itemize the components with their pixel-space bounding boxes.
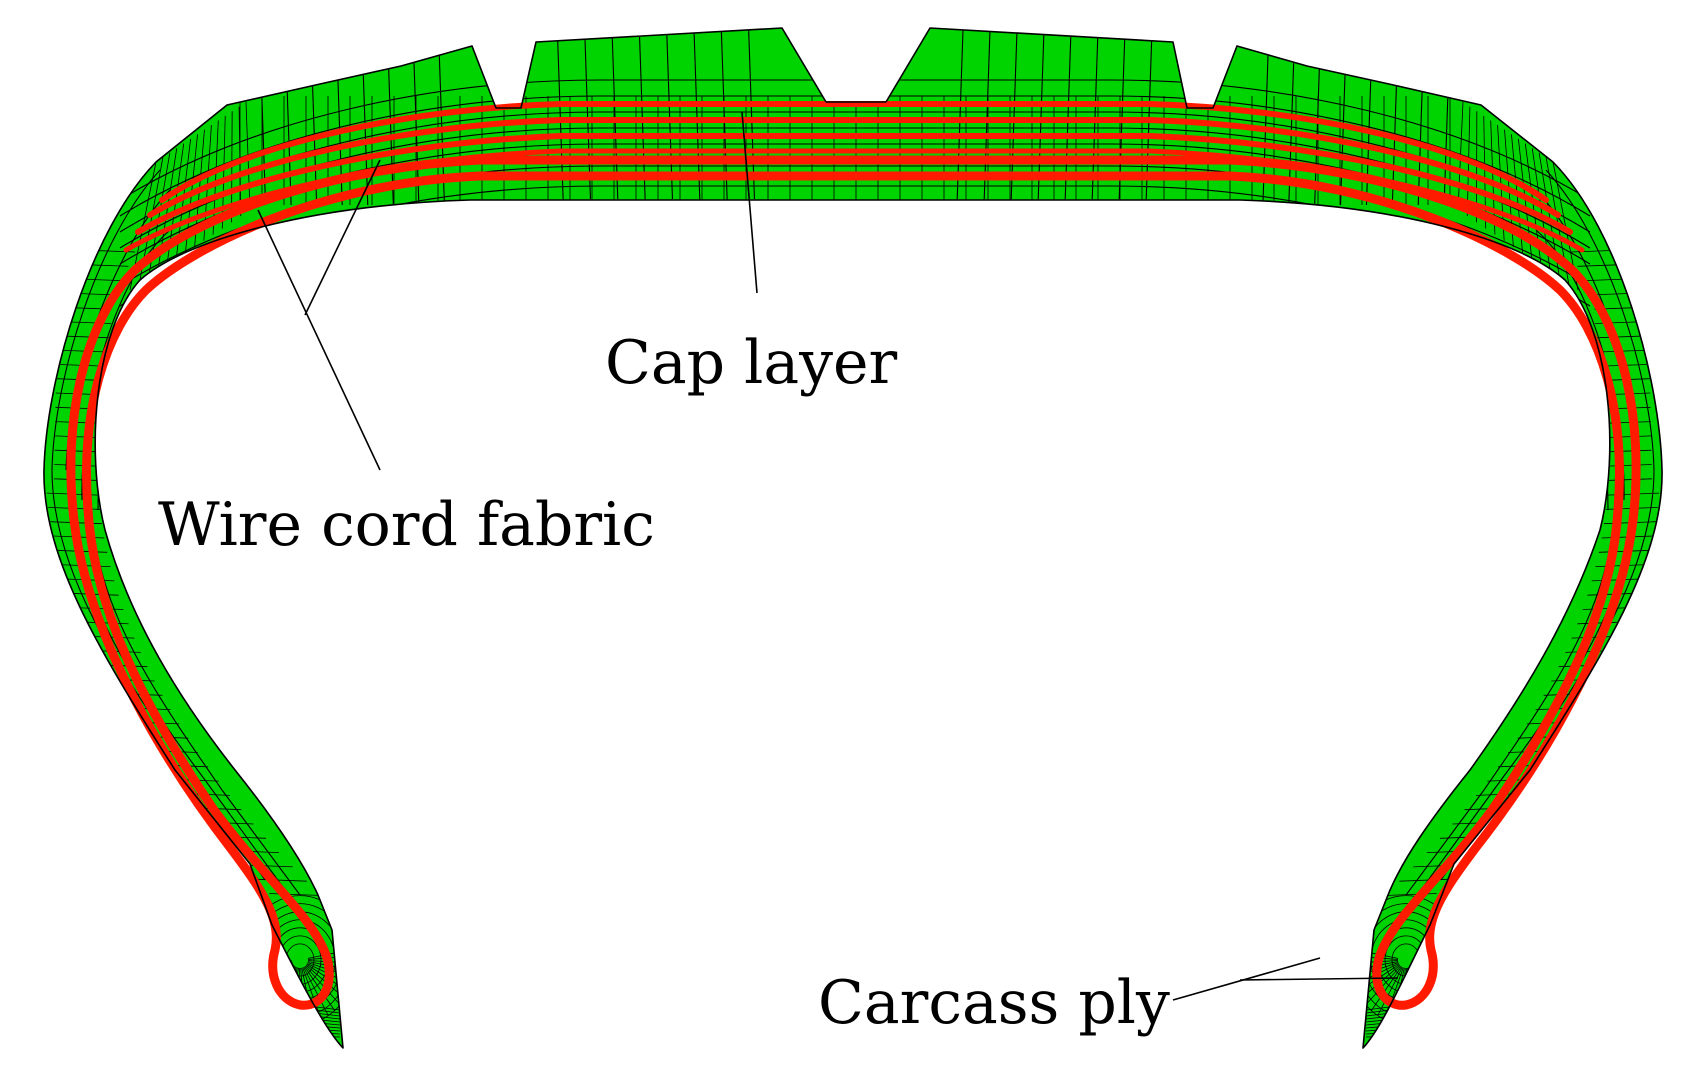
mesh-line — [241, 962, 293, 982]
mesh-line — [1377, 966, 1403, 1016]
mesh-line — [1399, 878, 1452, 882]
mesh-line — [1384, 893, 1437, 896]
mesh-line — [269, 893, 322, 896]
wire-cord-fabric-layer-1 — [147, 117, 1561, 218]
cap-layer-path — [159, 101, 1549, 203]
mesh-line — [1370, 966, 1402, 1012]
reinforcement-layers — [66, 101, 1641, 1010]
mesh-line — [288, 967, 299, 1022]
mesh-line — [303, 966, 329, 1016]
mesh-line — [1407, 967, 1418, 1022]
mesh-line — [1405, 967, 1410, 1022]
wire-cord-fabric-leader-1 — [257, 209, 381, 471]
carcass-ply-label: Carcass ply — [818, 968, 1170, 1038]
mesh-line — [1545, 169, 1655, 471]
wire-cord-fabric-label: Wire cord fabric — [158, 490, 655, 560]
cap-layer-leader — [741, 111, 758, 294]
wire-cord-fabric-layer-3 — [123, 148, 1585, 253]
mesh-line — [51, 169, 161, 471]
wire-cord-fabric-leader-2 — [304, 159, 381, 316]
carcass-ply-leader-1 — [1172, 957, 1321, 1001]
mesh-line — [239, 961, 293, 975]
carcass-ply-leader-2 — [1239, 977, 1399, 981]
mesh-line — [1413, 961, 1467, 975]
annotation-leaders — [257, 111, 1399, 1001]
wire-cord-fabric-layer-2 — [135, 133, 1573, 235]
mesh-line — [254, 878, 307, 882]
carcass-ply-path — [66, 155, 1641, 1010]
mesh-line — [1413, 962, 1465, 982]
mesh-line — [238, 960, 293, 967]
mesh-line — [212, 120, 219, 235]
mesh-line — [304, 966, 336, 1012]
mesh-line — [1413, 960, 1468, 967]
cap-layer-label: Cap layer — [605, 328, 898, 398]
